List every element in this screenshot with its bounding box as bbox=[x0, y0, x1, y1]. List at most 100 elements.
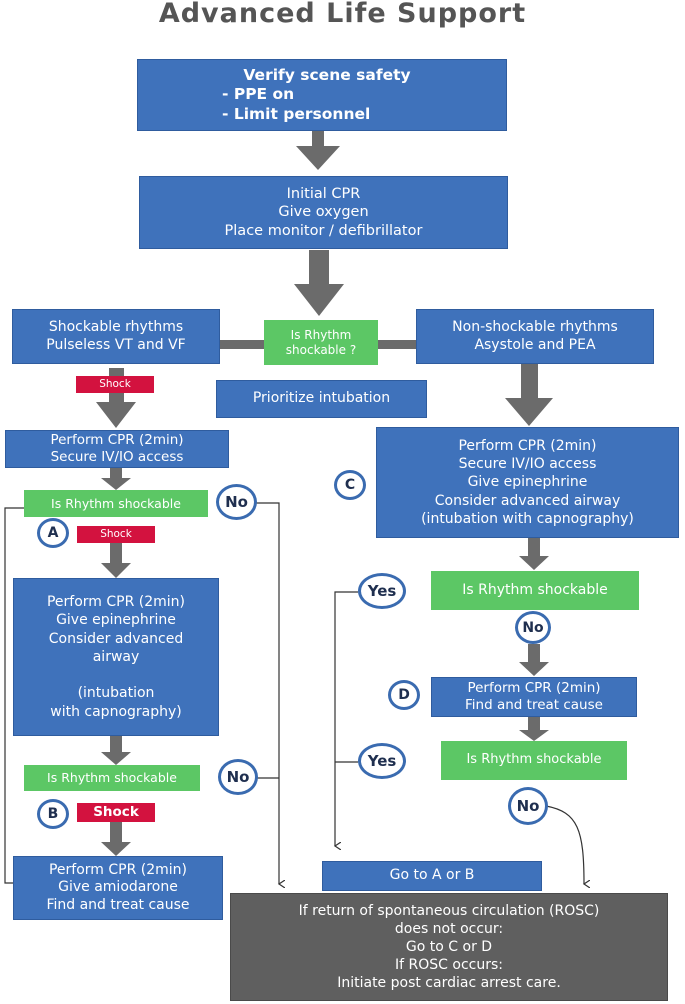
shockable-line-1: Shockable rhythms bbox=[48, 319, 184, 335]
no-line-left bbox=[256, 502, 279, 884]
left-rhythm-check-2: Is Rhythm shockable bbox=[24, 765, 200, 791]
yes-circle-right-2: Yes bbox=[358, 743, 406, 779]
final-line-3: Go to C or D bbox=[405, 938, 493, 955]
decision-line-1: Is Rhythm bbox=[290, 327, 352, 342]
left-check1-text: Is Rhythm shockable bbox=[51, 495, 181, 511]
right-check2-text: Is Rhythm shockable bbox=[466, 752, 602, 768]
yes-right-1-text: Yes bbox=[367, 582, 397, 600]
no-circle-left-2: No bbox=[218, 759, 258, 795]
no-right-1-text: No bbox=[522, 619, 544, 636]
shock-label-2: Shock bbox=[77, 526, 155, 543]
verify-heading: Verify scene safety bbox=[243, 65, 411, 84]
yes-circle-right-1: Yes bbox=[358, 573, 406, 609]
right-cpr2-line-1: Perform CPR (2min) bbox=[467, 680, 601, 697]
connector-decision-right bbox=[378, 340, 416, 349]
shockable-rhythms-box: Shockable rhythms Pulseless VT and VF bbox=[12, 309, 220, 364]
right-rhythm-check-2: Is Rhythm shockable bbox=[441, 741, 627, 780]
prioritize-intubation-box: Prioritize intubation bbox=[216, 380, 427, 418]
arrow-shockable-down bbox=[96, 368, 136, 428]
arrow-initial-to-decision bbox=[294, 250, 344, 316]
initial-line-2: Give oxygen bbox=[278, 204, 369, 221]
right-cpr-box-2: Perform CPR (2min) Find and treat cause bbox=[431, 677, 637, 717]
initial-line-1: Initial CPR bbox=[286, 186, 361, 203]
no-circle-right-1: No bbox=[515, 611, 551, 644]
arrow-left-shock2-to-cpr2 bbox=[101, 543, 131, 578]
final-line-5: Initiate post cardiac arrest care. bbox=[337, 975, 561, 992]
no-circle-right-2: No bbox=[508, 787, 548, 825]
initial-cpr-box: Initial CPR Give oxygen Place monitor / … bbox=[139, 176, 508, 249]
nonshockable-line-1: Non-shockable rhythms bbox=[452, 319, 618, 335]
left-cpr-box-3: Perform CPR (2min) Give amiodarone Find … bbox=[13, 856, 223, 920]
left-cpr2-line-1: Perform CPR (2min) bbox=[46, 593, 186, 610]
right-cpr1-line-2: Secure IV/IO access bbox=[458, 456, 597, 473]
marker-a: A bbox=[37, 518, 69, 548]
arrow-nonshockable-down bbox=[505, 364, 553, 426]
left-cpr3-line-1: Perform CPR (2min) bbox=[48, 861, 188, 878]
goto-label: Go to A or B bbox=[389, 867, 475, 884]
loop-line-left bbox=[4, 507, 24, 884]
left-cpr-box-2: Perform CPR (2min) Give epinephrine Cons… bbox=[13, 578, 219, 736]
left-cpr3-line-2: Give amiodarone bbox=[58, 879, 178, 896]
prioritize-label: Prioritize intubation bbox=[252, 390, 391, 407]
arrow-right-cpr1-to-check1 bbox=[519, 538, 549, 570]
shock-label-1: Shock bbox=[76, 376, 154, 393]
left-cpr2-line-7: with capnography) bbox=[50, 703, 182, 720]
shockable-line-2: Pulseless VT and VF bbox=[46, 336, 186, 353]
shock-2-text: Shock bbox=[100, 527, 132, 540]
right-cpr2-line-2: Find and treat cause bbox=[465, 697, 603, 713]
verify-item-ppe: - PPE on bbox=[222, 85, 295, 104]
no-circle-left-1: No bbox=[216, 484, 257, 520]
right-cpr1-line-1: Perform CPR (2min) bbox=[458, 438, 597, 455]
right-cpr1-line-4: Consider advanced airway bbox=[434, 492, 621, 509]
verify-scene-box: Verify scene safety - PPE on - Limit per… bbox=[137, 59, 507, 131]
arrow-verify-to-initial bbox=[296, 130, 340, 170]
shock-label-3: Shock bbox=[77, 803, 155, 822]
marker-c: C bbox=[334, 470, 366, 500]
marker-d-text: D bbox=[398, 687, 410, 703]
right-cpr1-line-5: (intubation with capnography) bbox=[421, 510, 634, 527]
marker-a-text: A bbox=[47, 525, 59, 541]
go-to-a-or-b-box: Go to A or B bbox=[322, 861, 542, 891]
initial-line-3: Place monitor / defibrillator bbox=[224, 222, 423, 239]
marker-b-text: B bbox=[47, 806, 59, 822]
shock-1-text: Shock bbox=[99, 377, 131, 390]
marker-b: B bbox=[37, 799, 69, 829]
no-right-2-text: No bbox=[516, 797, 540, 815]
left-rhythm-check-1: Is Rhythm shockable bbox=[24, 490, 208, 517]
final-outcome-box: If return of spontaneous circulation (RO… bbox=[230, 893, 668, 1001]
right-cpr-box-1: Perform CPR (2min) Secure IV/IO access G… bbox=[376, 427, 679, 538]
verify-item-personnel: - Limit personnel bbox=[222, 104, 371, 123]
left-cpr3-line-3: Find and treat cause bbox=[46, 896, 190, 913]
rhythm-decision-box: Is Rhythm shockable ? bbox=[264, 320, 378, 365]
final-line-2: does not occur: bbox=[394, 920, 504, 937]
left-check2-text: Is Rhythm shockable bbox=[47, 770, 177, 786]
connector-decision-left bbox=[220, 340, 264, 349]
page-title: Advanced Life Support bbox=[158, 0, 527, 29]
yes-right-2-text: Yes bbox=[367, 752, 397, 770]
arrow-right-no-to-cpr2 bbox=[519, 644, 549, 676]
arrow-right-cpr2-to-check2 bbox=[519, 717, 549, 741]
nonshockable-rhythms-box: Non-shockable rhythms Asystole and PEA bbox=[416, 309, 654, 364]
no-left-1-text: No bbox=[225, 493, 248, 511]
nonshockable-line-2: Asystole and PEA bbox=[474, 336, 596, 353]
shock-3-text: Shock bbox=[93, 804, 139, 821]
left-cpr1-line-2: Secure IV/IO access bbox=[50, 449, 184, 465]
left-cpr2-line-4: airway bbox=[92, 649, 140, 665]
right-rhythm-check-1: Is Rhythm shockable bbox=[431, 571, 639, 610]
right-cpr1-line-3: Give epinephrine bbox=[467, 474, 588, 491]
no-left-2-text: No bbox=[226, 768, 250, 786]
left-cpr2-line-2: Give epinephrine bbox=[56, 612, 176, 629]
decision-line-2: shockable ? bbox=[285, 342, 357, 357]
no-line-right-curve bbox=[545, 805, 584, 884]
yes-line-right bbox=[335, 591, 358, 846]
final-line-1: If return of spontaneous circulation (RO… bbox=[298, 902, 600, 919]
left-cpr2-line-6: (intubation bbox=[77, 685, 155, 702]
arrow-left-shock3-to-cpr3 bbox=[101, 822, 131, 856]
final-line-4: If ROSC occurs: bbox=[395, 957, 503, 974]
marker-c-text: C bbox=[344, 477, 356, 493]
left-cpr-box-1: Perform CPR (2min) Secure IV/IO access bbox=[5, 430, 229, 468]
left-cpr1-line-1: Perform CPR (2min) bbox=[50, 432, 184, 449]
left-cpr2-line-3: Consider advanced bbox=[48, 630, 184, 647]
marker-d: D bbox=[388, 680, 420, 710]
